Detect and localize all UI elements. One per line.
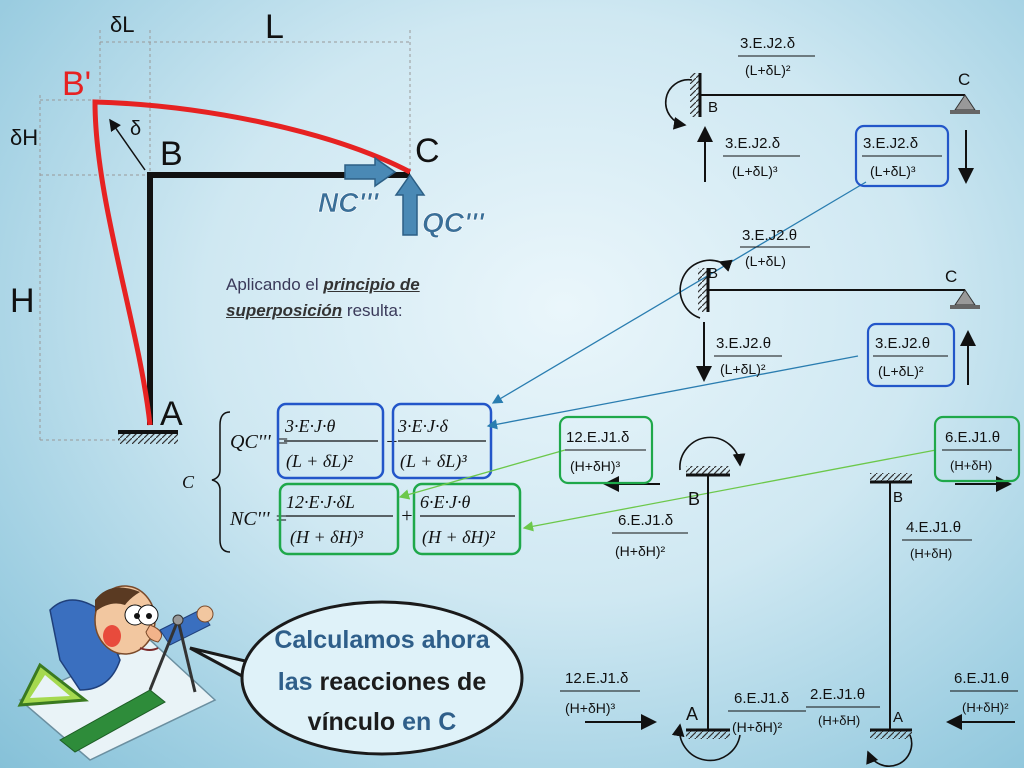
d1-label-b: B	[708, 99, 718, 116]
d2-right: 3.E.J2.θ	[875, 335, 930, 352]
d2-top-den: (L+δL)	[745, 253, 786, 269]
label-delta-l: δL	[110, 12, 134, 37]
d1-label-c: C	[958, 70, 970, 89]
d1-right: 3.E.J2.δ	[863, 135, 918, 152]
eq-c-label: C	[182, 472, 195, 492]
nc-arrow	[344, 156, 397, 188]
bubble-line-3b: en C	[395, 708, 456, 736]
label-b: B	[160, 135, 183, 173]
eq-q1-den: (L + δL)²	[286, 451, 353, 472]
caption-part-1: Aplicando el	[226, 275, 324, 294]
eq-n2-num: 6·E·J·θ	[420, 492, 470, 512]
label-qc: QC'''	[422, 207, 485, 238]
eq-n-lhs: NC''' =	[229, 508, 288, 530]
label-b-prime: B'	[62, 65, 91, 103]
diagram-theta-beam: B C 3.E.J2.θ (L+δL) 3.E.J2.θ (L+δL)² 3.E…	[679, 227, 980, 388]
diagram-delta-column: B A 12.E.J1.δ (H+δH)³ 6.E.J1.δ (H+δH)² 1…	[558, 415, 806, 762]
d3-bl-den: (H+δH)³	[565, 700, 616, 716]
label-delta: δ	[130, 118, 141, 140]
eq-n1-den: (H + δH)³	[290, 527, 364, 548]
d3-box: 12.E.J1.δ	[566, 429, 629, 446]
eq-box-n1	[278, 482, 400, 556]
d4-mid: 4.E.J1.θ	[906, 519, 961, 536]
eq-box-q1	[276, 402, 385, 480]
d2-label-c: C	[945, 267, 957, 286]
d1-left-den: (L+δL)³	[732, 163, 778, 179]
label-h: H	[10, 282, 35, 320]
eq-q2-num: 3·E·J·δ	[397, 416, 448, 436]
d3-mid: 6.E.J1.δ	[618, 512, 673, 529]
d4-box: 6.E.J1.θ	[945, 429, 1000, 446]
eq-n2-den: (H + δH)²	[422, 527, 496, 548]
d4-bl: 2.E.J1.θ	[810, 686, 865, 703]
qc-arrow	[394, 173, 426, 236]
bubble-line-3a: vínculo	[308, 708, 396, 736]
moment-arrow-icon	[671, 723, 741, 762]
main-frame-diagram: B' B C A L H δL δH δ NC''' QC'''	[10, 8, 486, 444]
d4-label-b: B	[893, 489, 903, 506]
label-delta-h: δH	[10, 125, 38, 150]
moment-arrow-icon	[866, 734, 913, 767]
engineer-illustration	[17, 585, 217, 761]
d3-bl: 12.E.J1.δ	[565, 670, 628, 687]
d4-label-a: A	[893, 709, 903, 726]
eq-box-n2	[412, 482, 522, 556]
moment-arrow-icon	[679, 436, 746, 471]
d2-right-den: (L+δL)²	[878, 363, 924, 379]
deformed-frame	[92, 99, 412, 426]
d3-label-a: A	[686, 704, 698, 724]
caption-part-2: resulta:	[342, 301, 403, 320]
moment-arrow-icon	[664, 78, 693, 130]
bubble-line-2a: las	[278, 668, 320, 696]
d1-top-den: (L+δL)²	[745, 62, 791, 78]
d4-mid-den: (H+δH)	[910, 546, 952, 561]
moment-arrow-icon	[679, 259, 733, 319]
d1-right-den: (L+δL)³	[870, 163, 916, 179]
superposition-caption: Aplicando el principio de superposición …	[226, 272, 496, 324]
d3-box-den: (H+δH)³	[570, 458, 621, 474]
label-nc: NC'''	[318, 187, 380, 218]
eq-n-op: +	[400, 505, 414, 527]
eq-q-lhs: QC''' =	[230, 431, 289, 453]
bubble-line-2b: reacciones de	[319, 668, 486, 696]
d2-left: 3.E.J2.θ	[716, 335, 771, 352]
caption-bold: principio de superposición	[226, 275, 420, 320]
d1-top: 3.E.J2.δ	[740, 35, 795, 52]
original-frame	[147, 172, 410, 425]
eq-box-q2	[391, 402, 493, 480]
label-l: L	[265, 8, 284, 46]
d3-label-b: B	[688, 489, 700, 509]
bubble-line-1: Calculamos ahora	[274, 626, 490, 654]
d4-br: 6.E.J1.θ	[954, 670, 1009, 687]
eq-n1-num: 12·E·J·δL	[286, 492, 355, 512]
d2-label-b: B	[708, 265, 718, 282]
d4-br-den: (H+δH)²	[962, 700, 1009, 715]
d4-bl-den: (H+δH)	[818, 713, 860, 728]
svg-text:vínculo en C: vínculo en C	[308, 708, 457, 736]
equation-system: QC''' = C NC''' = 3·E·J·θ (L + δL)² − 3·…	[182, 402, 522, 556]
svg-text:las reacciones de: las reacciones de	[278, 668, 487, 696]
d3-mid-den: (H+δH)²	[615, 543, 666, 559]
eq-q2-den: (L + δL)³	[400, 451, 467, 472]
diagram-delta-beam: B C 3.E.J2.δ (L+δL)² 3.E.J2.δ (L+δL)³ 3.…	[664, 35, 980, 188]
label-c: C	[415, 132, 440, 170]
d2-left-den: (L+δL)²	[720, 361, 766, 377]
label-a: A	[160, 395, 183, 433]
d4-box-den: (H+δH)	[950, 458, 992, 473]
eq-q1-num: 3·E·J·θ	[284, 416, 335, 436]
d3-br-den: (H+δH)²	[732, 719, 783, 735]
d2-top: 3.E.J2.θ	[742, 227, 797, 244]
d3-br: 6.E.J1.δ	[734, 690, 789, 707]
d1-left: 3.E.J2.δ	[725, 135, 780, 152]
speech-bubble: Calculamos ahora las reacciones de víncu…	[189, 600, 524, 756]
diagram-theta-column: B A 6.E.J1.θ (H+δH) 4.E.J1.θ (H+δH) 2.E.…	[806, 415, 1021, 767]
